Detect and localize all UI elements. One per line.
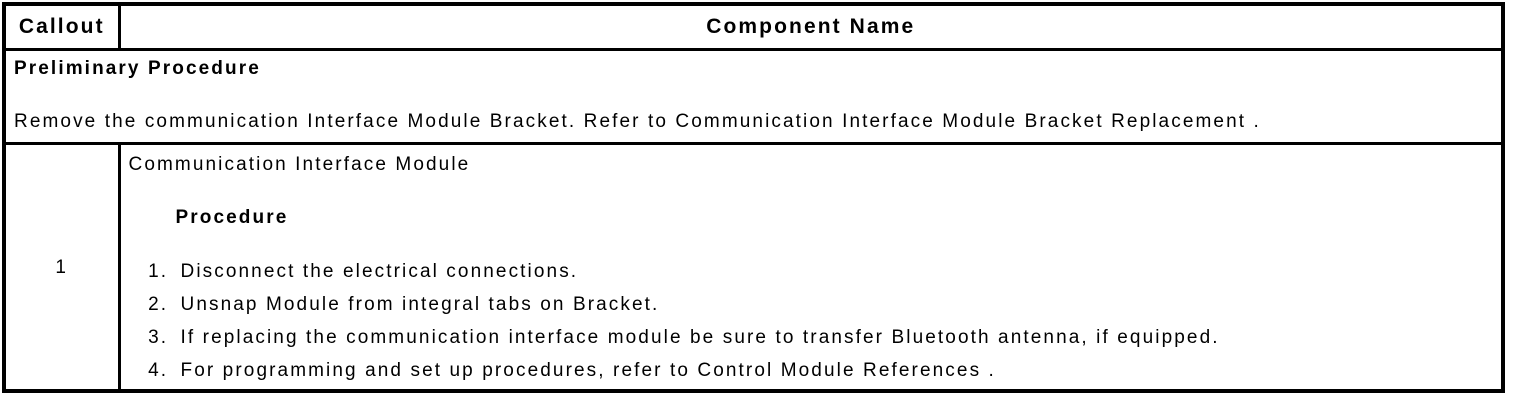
preliminary-procedure-row: Preliminary Procedure Remove the communi… xyxy=(2,48,1505,145)
procedure-step: For programming and set up procedures, r… xyxy=(176,358,1492,383)
preliminary-procedure-title: Preliminary Procedure xyxy=(14,58,261,79)
component-row: 1 Communication Interface Module Procedu… xyxy=(2,142,1505,393)
procedure-step: Unsnap Module from integral tabs on Brac… xyxy=(176,292,1492,317)
component-name: Communication Interface Module xyxy=(128,154,471,175)
procedure-heading: Procedure xyxy=(175,207,289,228)
procedure-step: Disconnect the electrical connections. xyxy=(176,259,1492,284)
callout-column-header: Callout xyxy=(2,2,121,51)
component-cell: Communication Interface Module Procedure… xyxy=(117,142,1505,393)
component-name-column-header: Component Name xyxy=(117,2,1505,51)
table-header-row: Callout Component Name xyxy=(2,2,1505,51)
component-callout-table: Callout Component Name Preliminary Proce… xyxy=(2,2,1505,393)
procedure-steps-list: Disconnect the electrical connections. U… xyxy=(129,259,1492,383)
preliminary-procedure-text: Remove the communication Interface Modul… xyxy=(14,111,1261,132)
callout-number: 1 xyxy=(2,142,121,393)
preliminary-procedure-cell: Preliminary Procedure Remove the communi… xyxy=(2,48,1505,145)
procedure-step: If replacing the communication interface… xyxy=(176,325,1492,350)
